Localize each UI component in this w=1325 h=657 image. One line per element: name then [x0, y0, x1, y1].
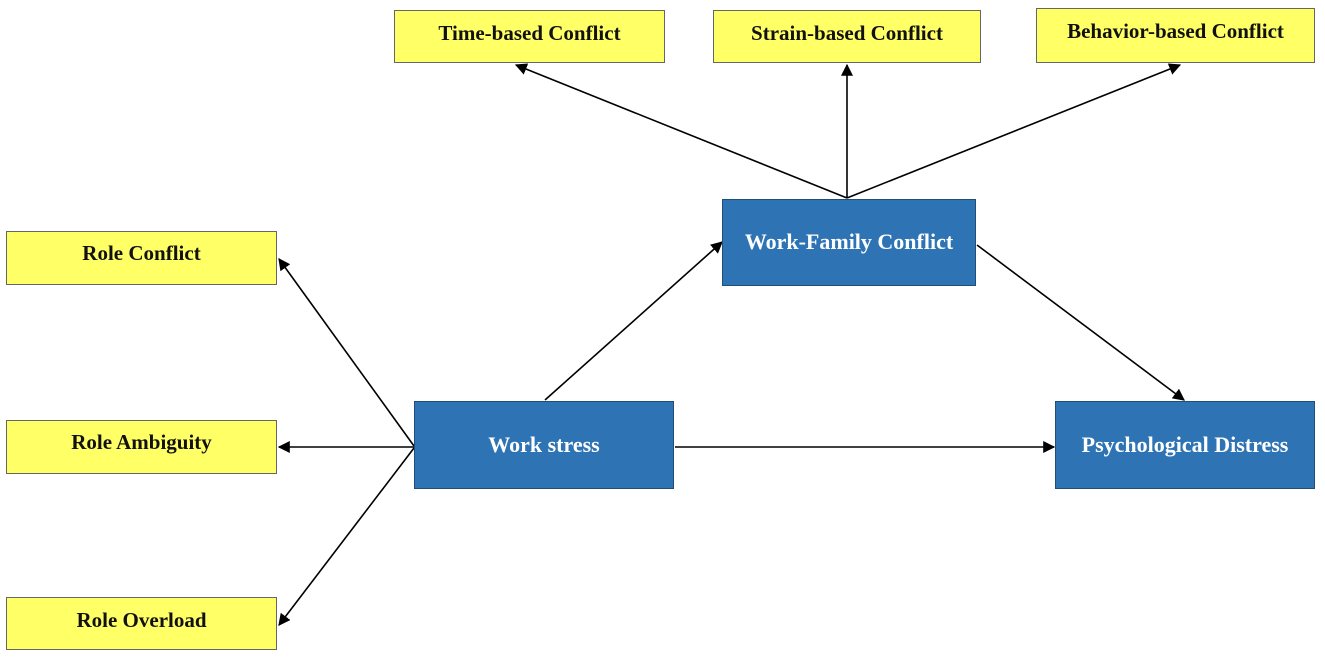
node-label: Strain-based Conflict: [751, 20, 943, 45]
node-label: Role Conflict: [82, 241, 201, 266]
node-label: Time-based Conflict: [438, 20, 621, 45]
arrow-ws-to-role-conflict: [278, 258, 415, 447]
node-work-stress: Work stress: [414, 401, 674, 489]
arrow-wfc-to-pd: [976, 244, 1185, 401]
arrow-wfc-to-behavior-based: [846, 63, 1182, 199]
node-work-family-conflict: Work-Family Conflict: [722, 199, 976, 286]
node-label: Psychological Distress: [1081, 431, 1289, 457]
node-role-conflict: Role Conflict: [6, 231, 277, 285]
node-label: Work-Family Conflict: [744, 229, 954, 255]
arrow-wfc-to-time-based: [514, 63, 848, 199]
node-time-based-conflict: Time-based Conflict: [394, 10, 665, 63]
arrow-ws-to-role-overload: [278, 447, 415, 626]
arrow-ws-to-wfc: [544, 241, 723, 401]
node-label: Behavior-based Conflict: [1067, 18, 1284, 43]
node-behavior-based-conflict: Behavior-based Conflict: [1036, 8, 1315, 63]
node-label: Role Ambiguity: [71, 430, 212, 455]
node-label: Role Overload: [76, 607, 207, 632]
node-psychological-distress: Psychological Distress: [1055, 401, 1315, 489]
node-role-overload: Role Overload: [6, 597, 277, 650]
node-label: Work stress: [488, 431, 600, 457]
node-strain-based-conflict: Strain-based Conflict: [713, 10, 981, 63]
node-role-ambiguity: Role Ambiguity: [6, 420, 277, 474]
